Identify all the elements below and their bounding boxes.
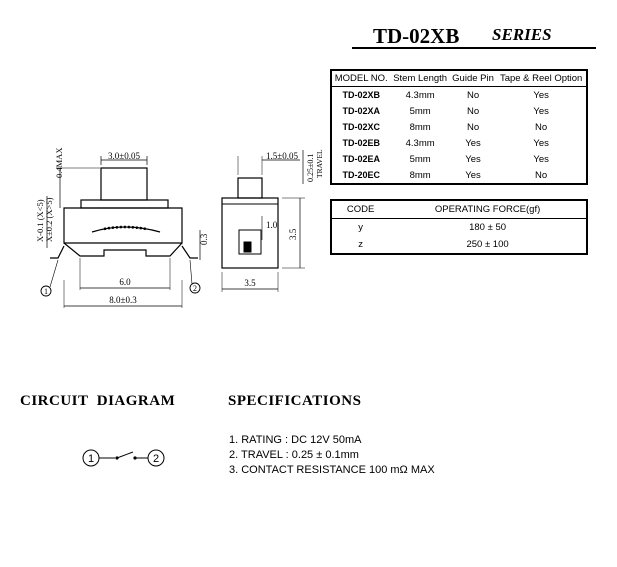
- header-tape-reel: Tape & Reel Option: [496, 70, 587, 87]
- terminal-2-label: 2: [193, 284, 197, 293]
- circuit-diagram-heading: CIRCUIT DIAGRAM: [20, 393, 176, 409]
- table-row: y 180 ± 50: [331, 219, 587, 237]
- header-model-no: MODEL NO.: [331, 70, 391, 87]
- stem-cell: 5mm: [409, 153, 431, 165]
- header-guide-pin: Guide Pin: [449, 70, 497, 87]
- spec-rating: 1. RATING : DC 12V 50mA: [229, 434, 362, 446]
- spec-travel: 2. TRAVEL : 0.25 ± 0.1mm: [229, 449, 359, 461]
- terminal-2-callout: [189, 282, 201, 294]
- model-table: MODEL NO. Stem Length Guide Pin Tape & R…: [330, 69, 588, 185]
- stem-cell: 8mm: [409, 121, 431, 133]
- side-view: 1.0 1.5±0.05 0.25±0.1 TRAVEL 3.5 3.5: [221, 149, 324, 292]
- front-cap: [80, 199, 169, 209]
- specifications-heading: SPECIFICATIONS: [228, 393, 362, 409]
- stem-cell: 4.3mm: [405, 137, 435, 149]
- dim-80: 8.0±0.3: [109, 295, 137, 305]
- dim-travel: 0.25±0.1: [306, 154, 315, 182]
- dim-10: 1.0: [266, 220, 278, 230]
- model-cell: TD-02XA: [342, 106, 380, 116]
- header-stem-length: Stem Length: [390, 70, 450, 87]
- front-terminal-left: [50, 245, 65, 259]
- code-cell: z: [358, 239, 363, 250]
- dim-travel-label: TRAVEL: [315, 149, 324, 178]
- guide-cell: No: [466, 105, 480, 117]
- guide-cell: Yes: [465, 169, 481, 181]
- stem-cell: 8mm: [409, 169, 431, 181]
- dim-x-lower: X-0.1 (X<5): [35, 199, 45, 242]
- model-cell: TD-20EC: [342, 170, 380, 180]
- front-view: 3.0±0.05 0.4MAX X-0.1 (X<5) X±0.2 (X>5) …: [35, 148, 209, 308]
- force-table: CODE OPERATING FORCE(gf) y 180 ± 50 z 250 …: [330, 199, 588, 255]
- table-row: z 250 ± 100: [331, 236, 587, 254]
- reel-cell: Yes: [533, 105, 549, 117]
- dim-x-upper: X±0.2 (X>5): [44, 197, 54, 242]
- model-cell: TD-02EA: [342, 154, 380, 164]
- reel-cell: No: [535, 121, 548, 133]
- dim-60: 6.0: [119, 277, 131, 287]
- header-code: CODE: [331, 200, 390, 219]
- circuit-switch-symbol: 1 2: [82, 449, 165, 467]
- terminal-1-label: 1: [44, 287, 48, 296]
- front-stem: [100, 167, 148, 201]
- circuit-node-1-label: 1: [88, 453, 94, 465]
- series-label: SERIES: [492, 25, 552, 44]
- dim-35-horizontal: 3.5: [244, 278, 256, 288]
- circuit-node-2-label: 2: [153, 453, 159, 465]
- mechanical-drawing: 3.0±0.05 0.4MAX X-0.1 (X<5) X±0.2 (X>5) …: [35, 148, 324, 308]
- front-body: [63, 207, 183, 244]
- spec-contact-resistance: 3. CONTACT RESISTANCE 100 mΩ MAX: [229, 464, 435, 476]
- side-pin: [243, 241, 252, 253]
- front-dome: [91, 226, 161, 233]
- circuit-node-2: [147, 449, 165, 467]
- model-cell: TD-02XC: [342, 122, 380, 132]
- guide-cell: Yes: [465, 137, 481, 149]
- reel-cell: Yes: [533, 137, 549, 149]
- terminal-1-callout: [40, 285, 52, 297]
- specifications-list: 1. RATING : DC 12V 50mA 2. TRAVEL : 0.25…: [229, 433, 435, 478]
- switch-lever: [116, 451, 134, 459]
- dim-03: 0.3: [199, 233, 209, 245]
- table-row: TD-02EB 4.3mm Yes Yes: [331, 135, 587, 151]
- model-cell: TD-02EB: [342, 138, 380, 148]
- force-cell: 180 ± 50: [469, 222, 507, 233]
- model-title: TD-02XB: [373, 24, 460, 48]
- model-table-header: MODEL NO. Stem Length Guide Pin Tape & R…: [331, 70, 587, 87]
- table-row: TD-02XA 5mm No Yes: [331, 103, 587, 119]
- dim-35-vertical: 3.5: [288, 228, 298, 240]
- dim-04max: 0.4MAX: [54, 148, 64, 178]
- side-window: [238, 229, 262, 255]
- side-body: [221, 197, 279, 269]
- dim-stem-width: 3.0±0.05: [108, 151, 140, 161]
- front-dome-hatch: [103, 225, 147, 231]
- stem-cell: 5mm: [409, 105, 431, 117]
- force-table-header: CODE OPERATING FORCE(gf): [331, 200, 587, 219]
- front-base: [63, 242, 183, 257]
- reel-cell: Yes: [533, 89, 549, 101]
- force-cell: 250 ± 100: [466, 239, 509, 250]
- dim-15: 1.5±0.05: [266, 151, 298, 161]
- side-stem: [237, 177, 263, 199]
- model-cell: TD-02XB: [342, 90, 380, 100]
- guide-cell: Yes: [465, 153, 481, 165]
- guide-cell: No: [466, 121, 480, 133]
- guide-cell: No: [466, 89, 480, 101]
- code-cell: y: [358, 222, 363, 233]
- table-row: TD-20EC 8mm Yes No: [331, 167, 587, 184]
- table-row: TD-02XC 8mm No No: [331, 119, 587, 135]
- reel-cell: Yes: [533, 153, 549, 165]
- table-row: TD-02XB 4.3mm No Yes: [331, 87, 587, 104]
- stem-cell: 4.3mm: [405, 89, 435, 101]
- title-underline: [352, 47, 596, 49]
- header-operating-force: OPERATING FORCE(gf): [389, 200, 587, 219]
- reel-cell: No: [535, 169, 548, 181]
- front-terminal-right: [181, 245, 198, 259]
- table-row: TD-02EA 5mm Yes Yes: [331, 151, 587, 167]
